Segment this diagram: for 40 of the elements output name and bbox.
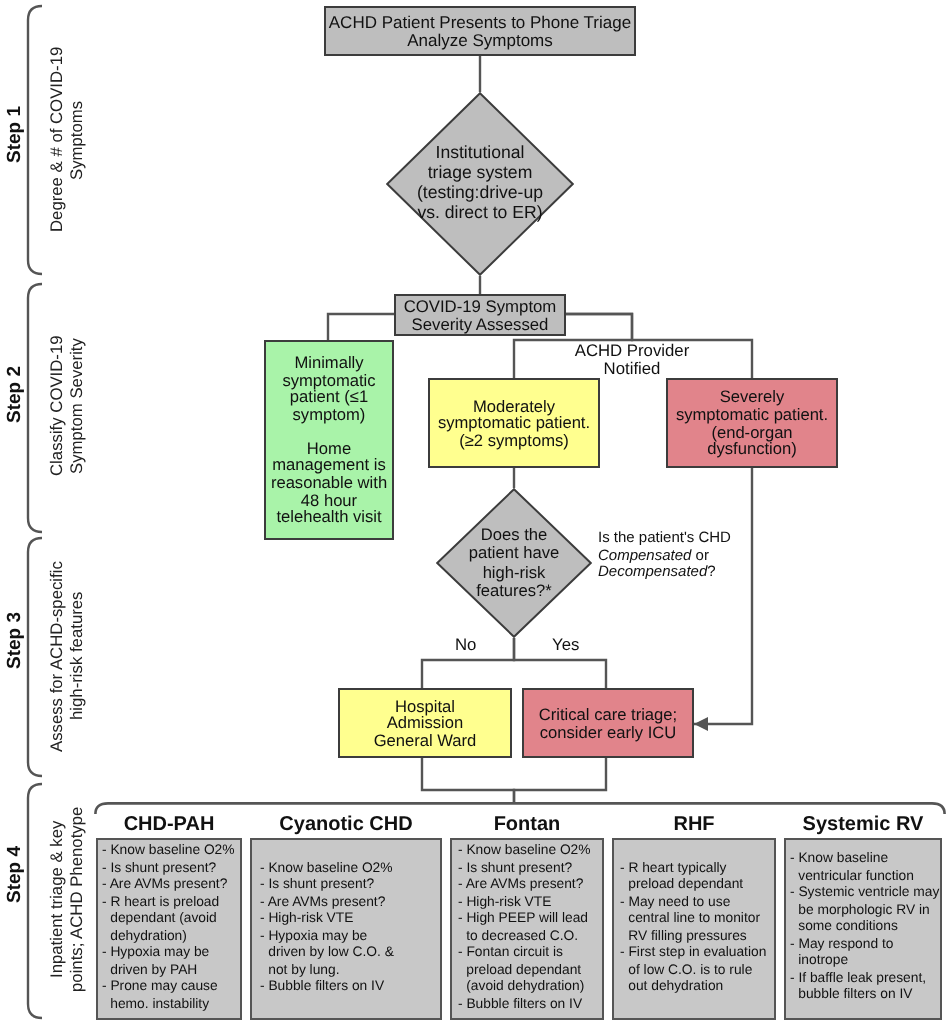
column-heading: Fontan (493, 816, 561, 836)
step-description: Assess for ACHD-specific high-risk features (46, 558, 87, 756)
connector-line (512, 468, 516, 488)
step-description: Inpatient triage & key points; ACHD Phenotype (46, 805, 87, 997)
step-label: Step 4 (3, 845, 25, 903)
step-description: Degree & # of COVID-19 Symptoms (46, 45, 87, 237)
process-box (324, 6, 636, 56)
column-heading: Cyanotic CHD (279, 816, 413, 836)
connector-line (512, 758, 608, 802)
box-text: Moderately symptomatic patient. (≥2 symptoms) (435, 397, 593, 449)
process-box (428, 378, 600, 468)
connector-line (478, 56, 482, 92)
diamond-text: Institutional triage system (testing:drive-up vs. direct to ER) (414, 144, 546, 224)
connector-line (566, 312, 754, 378)
step-label: Step 1 (3, 105, 25, 163)
box-text: Minimally symptomatic patient (≤1 symptom) (280, 354, 378, 424)
step-description: Classify COVID-19 Symptom Severity (46, 333, 87, 481)
edge-label: Yes (550, 634, 582, 654)
box-text: Critical care triage; consider early ICU (536, 705, 680, 741)
arrow (694, 468, 754, 732)
note-text: ACHD Provider Notified (572, 342, 692, 377)
process-box (264, 340, 394, 540)
process-box (394, 294, 566, 336)
column-heading: RHF (673, 816, 715, 836)
process-box (338, 688, 512, 758)
step-label: Step 2 (3, 365, 25, 423)
box-text: COVID-19 Symptom Severity Assessed (401, 297, 559, 333)
connector-line (326, 312, 394, 340)
column-heading: CHD-PAH (123, 816, 215, 836)
box-text: Hospital Admission General Ward (371, 697, 479, 749)
box-text: Analyze Symptoms (407, 31, 553, 49)
box-text: ACHD Patient Presents to Phone Triage (328, 13, 632, 31)
connector-line (512, 638, 608, 688)
process-box (522, 688, 694, 758)
diamond-text: Does the patient have high-risk features?* (466, 525, 562, 601)
step-label: Step 3 (3, 611, 25, 669)
box-text: Home management is reasonable with 48 hour telehealth visit (268, 439, 390, 526)
box-text: Severely symptomatic patient. (end-organ dysfunction) (674, 388, 830, 458)
column-heading: Systemic RV (802, 816, 924, 836)
edge-label: No (453, 634, 479, 654)
